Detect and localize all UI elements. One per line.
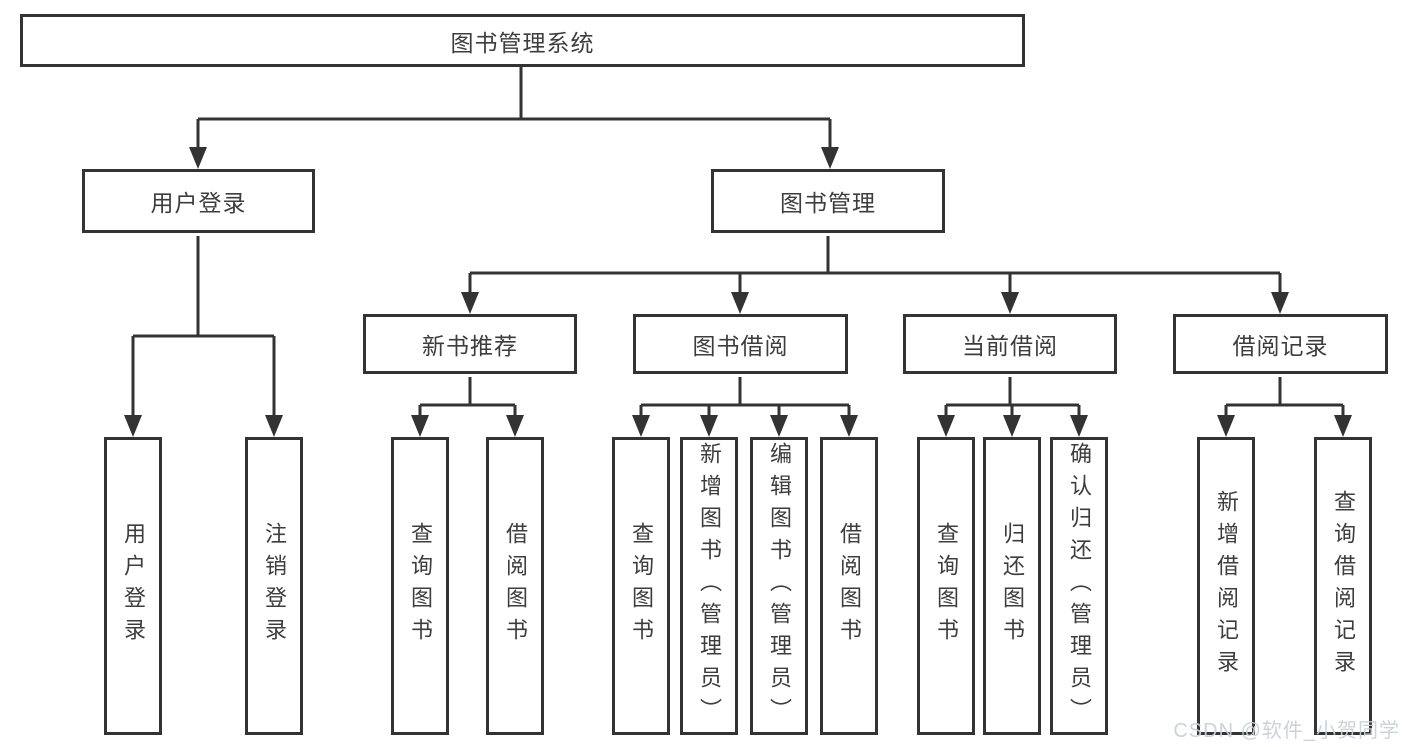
node-leaf-confirm-return-admin: 确认归还（管理员）: [1050, 437, 1108, 735]
node-leaf-edit-books-admin-label: 编辑图书（管理员）: [767, 442, 792, 730]
node-leaf-query-books-current: 查询图书: [917, 437, 975, 735]
node-leaf-add-borrow-record-label: 新增借阅记录: [1214, 490, 1239, 682]
node-leaf-query-borrow-record-label: 查询借阅记录: [1331, 490, 1356, 682]
node-borrowing-records: 借阅记录: [1173, 314, 1388, 374]
node-leaf-query-books-recommend-label: 查询图书: [408, 522, 433, 650]
node-leaf-borrow-books-borrowing: 借阅图书: [820, 437, 878, 735]
node-leaf-query-books-recommend: 查询图书: [391, 437, 449, 735]
node-leaf-user-login-label: 用户登录: [121, 522, 146, 650]
node-user-login-label: 用户登录: [150, 190, 247, 216]
connector-lines: [131, 67, 1345, 417]
node-leaf-borrow-books-recommend-label: 借阅图书: [503, 522, 528, 650]
node-root-label: 图书管理系统: [450, 29, 595, 56]
node-leaf-borrow-books-recommend: 借阅图书: [486, 437, 544, 735]
node-current-borrowing-label: 当前借阅: [962, 333, 1058, 359]
node-leaf-return-books: 归还图书: [983, 437, 1041, 735]
node-borrowing-records-label: 借阅记录: [1232, 333, 1329, 359]
node-book-management-label: 图书管理: [780, 190, 876, 216]
node-new-book-recommendation: 新书推荐: [363, 314, 577, 374]
node-leaf-query-books-current-label: 查询图书: [934, 522, 959, 650]
connector-arrowheads: [124, 147, 1352, 437]
node-leaf-add-books-admin-label: 新增图书（管理员）: [697, 442, 722, 730]
node-user-login: 用户登录: [82, 169, 315, 233]
node-leaf-return-books-label: 归还图书: [1000, 522, 1025, 650]
node-leaf-add-borrow-record: 新增借阅记录: [1197, 437, 1255, 735]
node-leaf-logout-label: 注销登录: [262, 522, 287, 650]
node-book-management: 图书管理: [711, 169, 945, 233]
node-leaf-user-login: 用户登录: [104, 437, 162, 735]
node-new-book-recommendation-label: 新书推荐: [422, 333, 518, 359]
node-leaf-add-books-admin: 新增图书（管理员）: [680, 437, 738, 735]
node-leaf-query-borrow-record: 查询借阅记录: [1314, 437, 1372, 735]
node-book-borrowing-label: 图书借阅: [692, 333, 789, 359]
node-leaf-borrow-books-borrowing-label: 借阅图书: [837, 522, 862, 650]
node-leaf-query-books-borrowing-label: 查询图书: [629, 522, 654, 650]
node-current-borrowing: 当前借阅: [903, 314, 1117, 374]
node-book-borrowing: 图书借阅: [633, 314, 848, 374]
node-root: 图书管理系统: [20, 14, 1025, 67]
node-leaf-confirm-return-admin-label: 确认归还（管理员）: [1067, 442, 1092, 730]
csdn-watermark: CSDN @软件_小贺同学: [1173, 720, 1400, 742]
node-leaf-edit-books-admin: 编辑图书（管理员）: [750, 437, 808, 735]
node-leaf-logout: 注销登录: [245, 437, 303, 735]
node-leaf-query-books-borrowing: 查询图书: [612, 437, 670, 735]
